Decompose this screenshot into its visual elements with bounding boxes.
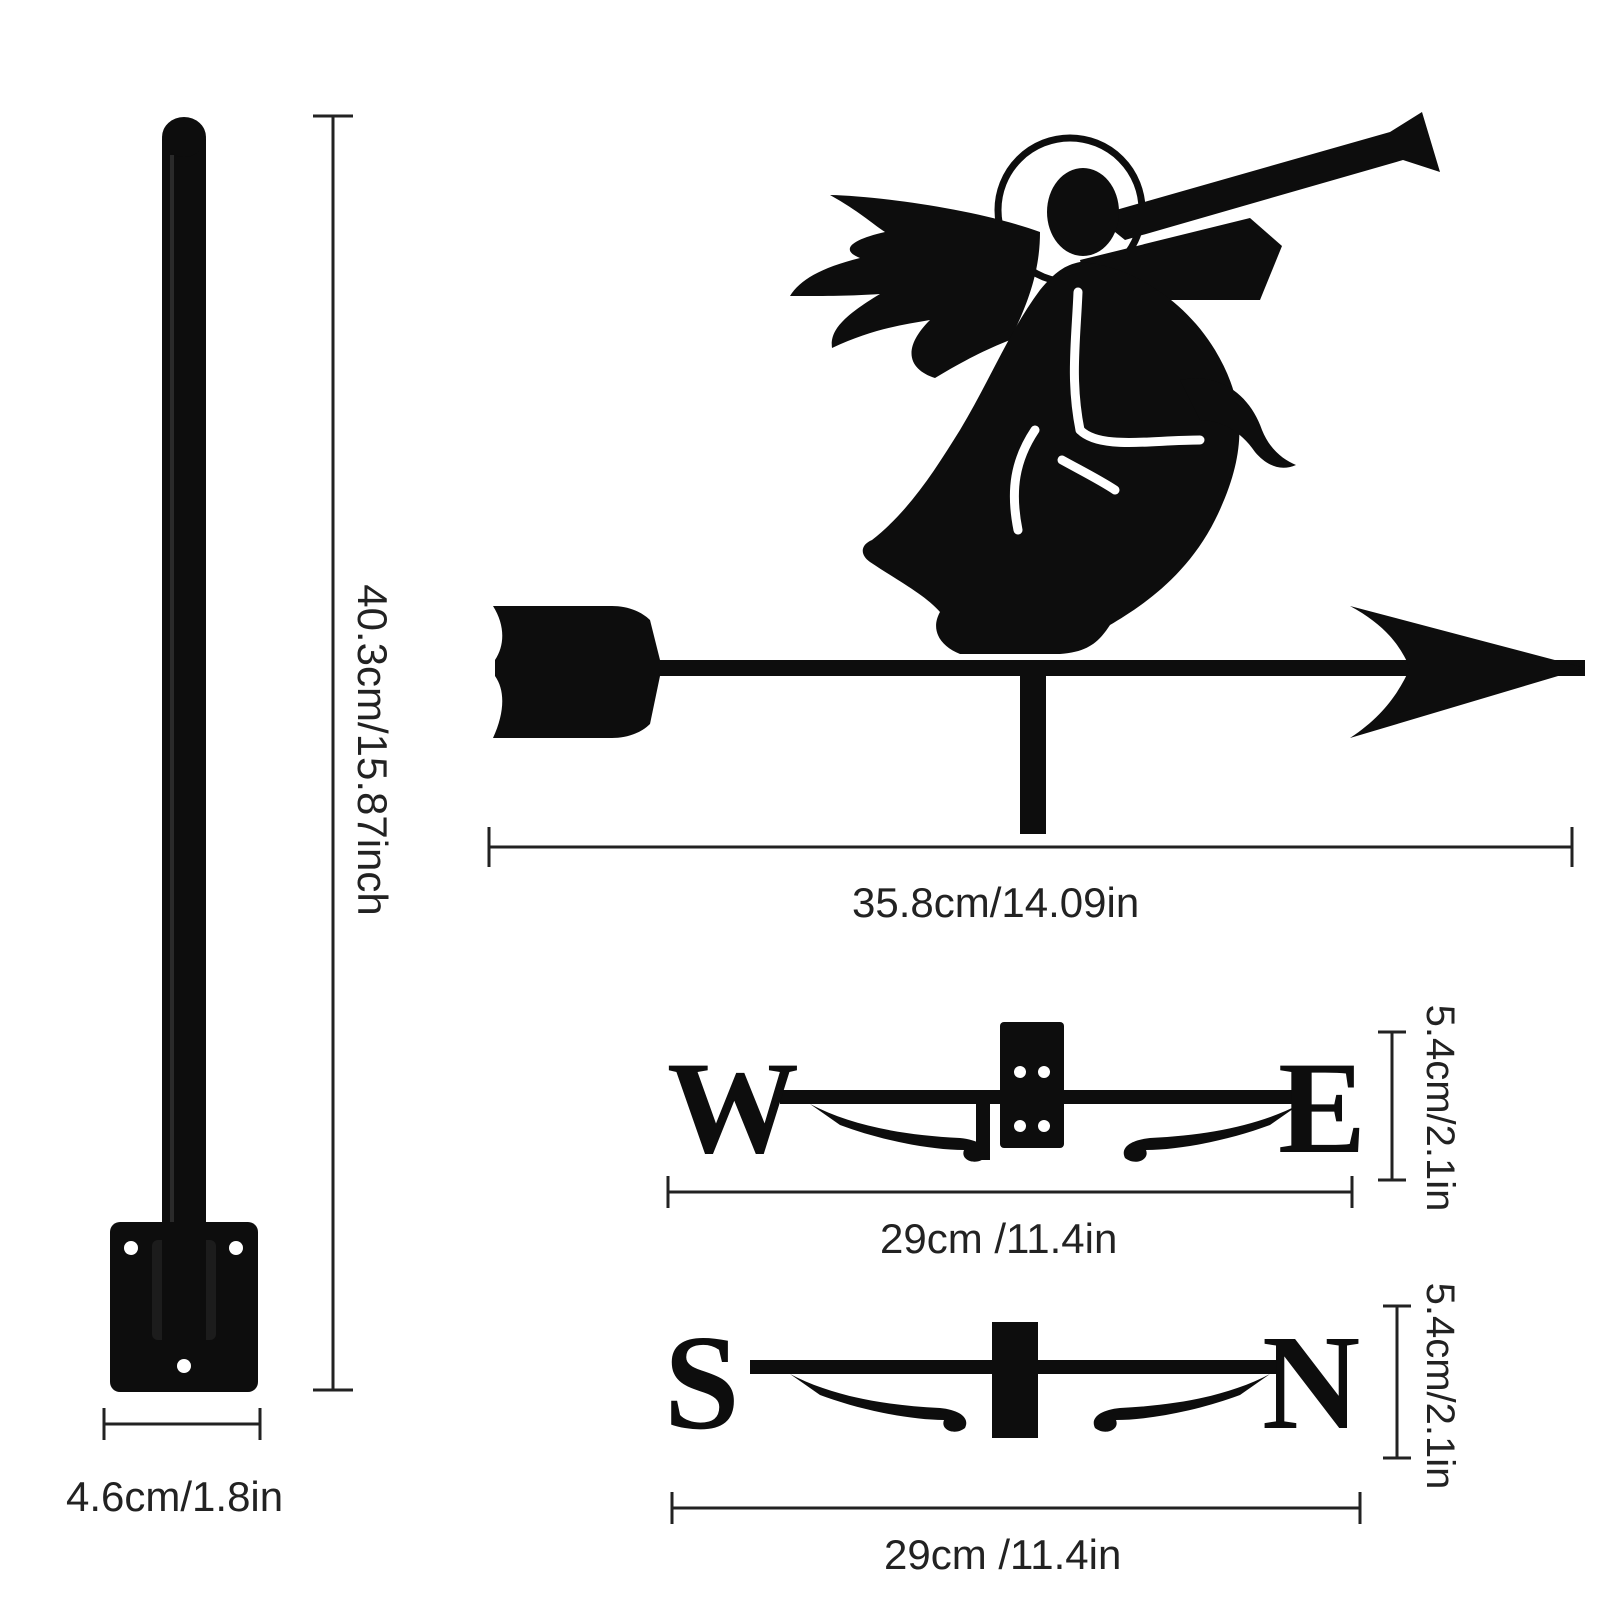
west-letter: W	[667, 1034, 799, 1181]
vane-width-dimension-line	[487, 827, 1574, 867]
west-east-direction-bar	[780, 1022, 1310, 1162]
sn-width-dimension-line	[670, 1492, 1362, 1524]
vane-width-label: 35.8cm/14.09in	[852, 879, 1140, 926]
vane-support-rod	[1020, 664, 1046, 834]
we-height-label: 5.4cm/2.1in	[1418, 1004, 1462, 1212]
pole-height-label: 40.3cm/15.87inch	[349, 584, 396, 916]
sn-height-label: 5.4cm/2.1in	[1418, 1282, 1462, 1490]
sn-width-label: 29cm /11.4in	[884, 1531, 1122, 1578]
pole-height-dimension-line	[313, 114, 353, 1392]
we-height-dimension-line	[1378, 1030, 1406, 1182]
mounting-pole	[162, 117, 206, 1330]
south-north-direction-bar	[750, 1322, 1280, 1438]
angel-sash-detail	[1009, 287, 1205, 535]
pole-base-plate	[110, 1222, 258, 1392]
direction-arrow	[493, 606, 1585, 738]
east-letter: E	[1278, 1034, 1366, 1181]
pole-base-dimension-line	[102, 1408, 262, 1440]
sn-height-dimension-line	[1383, 1304, 1411, 1460]
we-width-label: 29cm /11.4in	[880, 1215, 1118, 1262]
north-letter: N	[1262, 1308, 1360, 1458]
we-width-dimension-line	[666, 1176, 1354, 1208]
south-letter: S	[664, 1308, 740, 1458]
angel-silhouette	[790, 112, 1440, 654]
pole-base-width-label: 4.6cm/1.8in	[66, 1473, 284, 1520]
